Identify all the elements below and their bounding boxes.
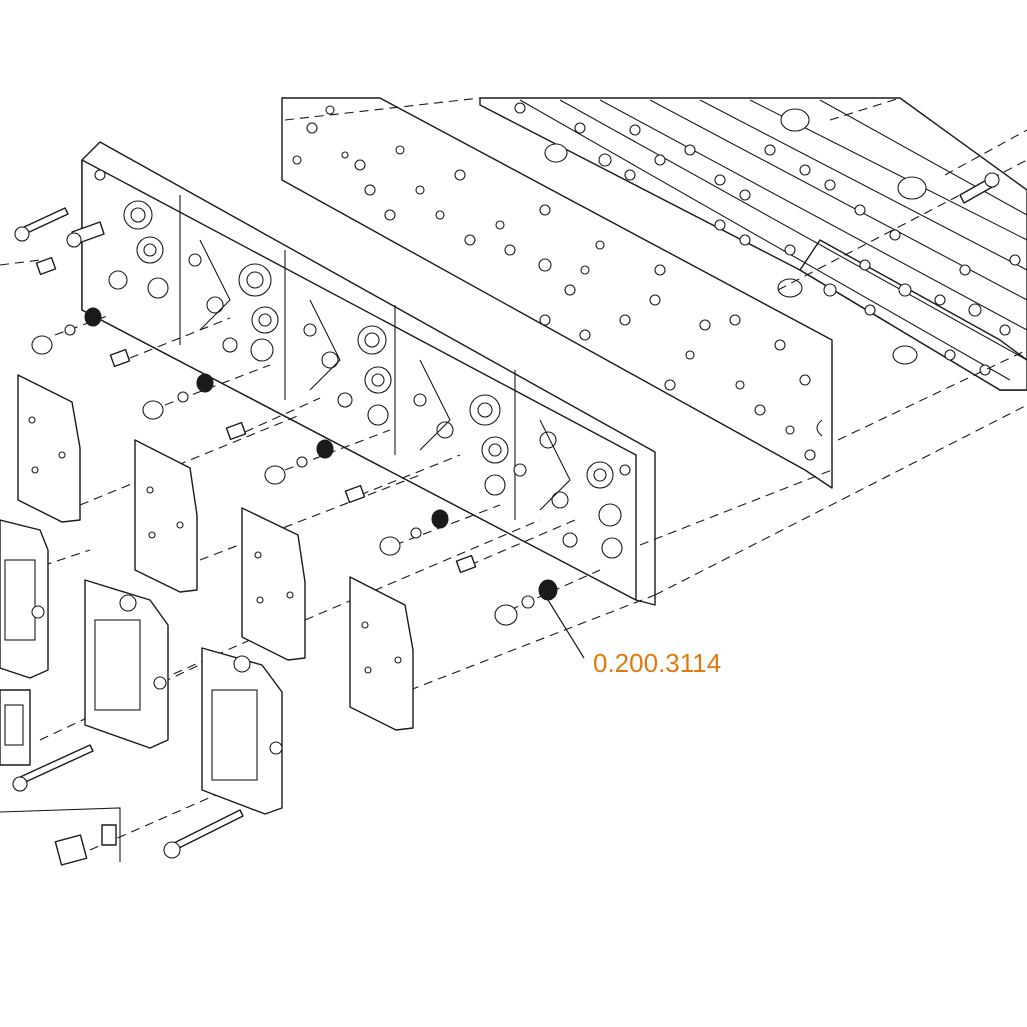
- part-number-callout: 0.200.3114: [593, 648, 722, 678]
- left-bolts: [12, 172, 1000, 859]
- poppet-spring-sets: [31, 307, 558, 626]
- front-plate-bores: [94, 169, 631, 559]
- separator-plate: [281, 97, 833, 489]
- separator-plate-holes: [292, 105, 816, 461]
- front-plate-ribs: [199, 239, 571, 511]
- valve-body-bosses: [514, 102, 1021, 376]
- actuator-housings: [0, 519, 283, 815]
- gasket-plates: [17, 374, 414, 731]
- connector-bracket: [0, 807, 121, 866]
- upper-valve-body: [479, 97, 1027, 391]
- front-valve-plate: [81, 141, 656, 606]
- callout-leader-line: [547, 599, 585, 659]
